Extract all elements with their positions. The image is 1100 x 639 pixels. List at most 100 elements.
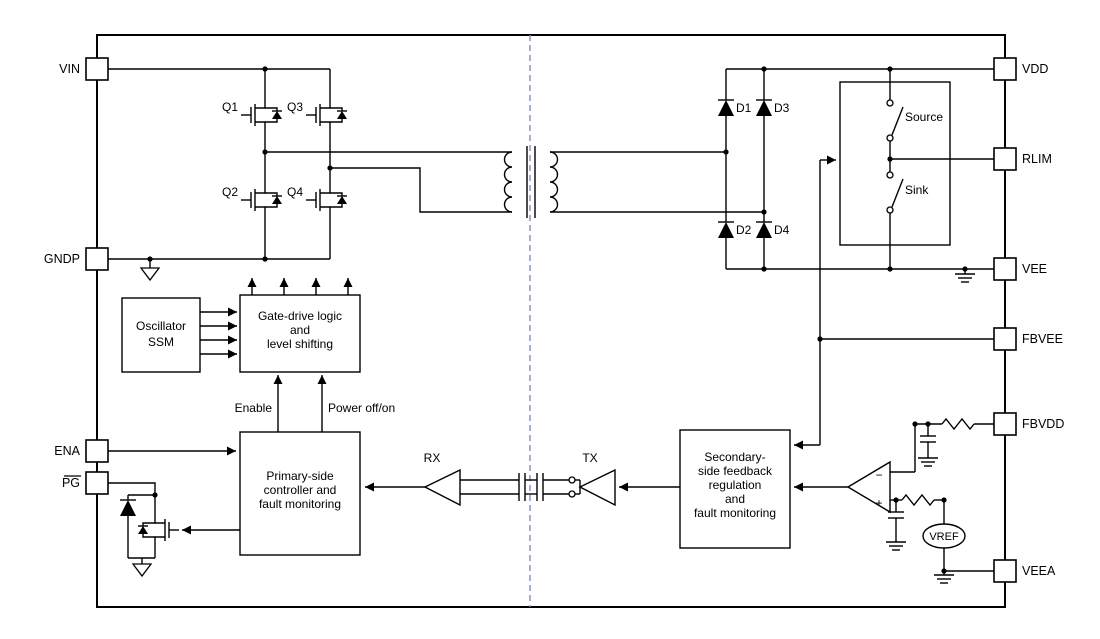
pin-vee-label: VEE — [1022, 262, 1047, 276]
secondary-feedback-label-line5: fault monitoring — [694, 506, 776, 520]
pin-gndp: GNDP — [44, 247, 109, 271]
q1-mosfet — [240, 94, 283, 136]
oscillator-outline — [121, 297, 201, 373]
isolation-cap-top-left — [518, 472, 526, 488]
power-off-on-signal-label: Power off/on — [328, 401, 395, 415]
gate-drive-label-line1: Gate-drive logic — [258, 309, 342, 323]
q1-label: Q1 — [222, 100, 238, 114]
pg-ground-symbol — [132, 563, 152, 577]
pg-output-circuit — [108, 482, 240, 577]
vref-cap-ground — [885, 541, 907, 551]
sink-switch-blade — [891, 178, 904, 208]
q2-mosfet — [240, 179, 283, 221]
pin-fbvdd-label: FBVDD — [1022, 417, 1064, 431]
primary-controller-label-line3: fault monitoring — [259, 497, 341, 511]
pin-fbvee-pad — [993, 327, 1017, 351]
d4-diode — [755, 221, 773, 239]
pg-clamp-diode — [119, 499, 137, 517]
pin-pg: PG — [62, 471, 109, 495]
enable-signal-label: Enable — [235, 401, 273, 415]
pin-vin-label: VIN — [59, 62, 80, 76]
d2-label: D2 — [736, 223, 752, 237]
gate-drive-outline — [239, 294, 361, 373]
chip-outline — [96, 34, 1006, 608]
pins: VIN GNDP ENA PG VDD RLIM VEE FBV — [44, 57, 1064, 583]
oscillator-label-line1: Oscillator — [136, 319, 186, 333]
fbvdd-filter-cap — [919, 435, 937, 443]
oscillator-label-line2: SSM — [148, 335, 174, 349]
fbvdd-resistor — [941, 418, 975, 430]
vref-label: VREF — [929, 531, 959, 543]
transformer — [503, 146, 559, 218]
primary-controller-outline — [239, 431, 361, 556]
pin-ena-label: ENA — [54, 444, 80, 458]
pg-mosfet — [137, 509, 180, 551]
error-amp-triangle — [846, 460, 891, 514]
pin-veea-label: VEEA — [1022, 564, 1056, 578]
pin-vdd-pad — [993, 57, 1017, 81]
d4-label: D4 — [774, 223, 790, 237]
vref-net: VREF — [885, 494, 994, 584]
gate-drive-label-line3: level shifting — [267, 337, 333, 351]
pin-vdd: VDD — [993, 57, 1048, 81]
pin-vee-pad — [993, 257, 1017, 281]
secondary-feedback-label-line4: and — [725, 492, 745, 506]
gate-drive-label-line2: and — [290, 323, 310, 337]
isolation-cap-bottom-right — [536, 486, 544, 502]
sink-label: Sink — [905, 183, 929, 197]
pin-rlim-label: RLIM — [1022, 152, 1052, 166]
q4-label: Q4 — [287, 185, 303, 199]
full-bridge: Q1 Q2 Q3 Q4 — [108, 66, 512, 281]
pin-rlim: RLIM — [993, 147, 1052, 171]
gate-drive-block: Gate-drive logic and level shifting — [239, 278, 361, 373]
q3-label: Q3 — [287, 100, 303, 114]
source-switch-bottom-terminal — [886, 134, 894, 142]
pin-fbvdd-pad — [993, 412, 1017, 436]
pin-gndp-pad — [85, 247, 109, 271]
error-amplifier: − + — [794, 460, 891, 514]
pin-fbvdd: FBVDD — [993, 412, 1064, 436]
source-switch-blade — [891, 106, 904, 136]
rx-label: RX — [424, 451, 441, 465]
pin-vin: VIN — [59, 57, 109, 81]
isolation-comm-channel: RX TX — [365, 451, 680, 507]
source-switch-top-terminal — [886, 99, 894, 107]
error-amp-plus-label: + — [875, 496, 882, 510]
error-amp-minus-label: − — [875, 468, 882, 482]
q4-mosfet — [305, 179, 348, 221]
veea-ground — [933, 574, 955, 584]
pin-fbvee: FBVEE — [993, 327, 1063, 351]
sink-switch-top-terminal — [886, 171, 894, 179]
pin-pg-pad — [85, 471, 109, 495]
d1-diode — [717, 99, 735, 117]
source-sink-outline — [839, 81, 951, 246]
primary-winding — [503, 151, 513, 213]
source-label: Source — [905, 110, 943, 124]
tx-output-terminal-top — [568, 476, 576, 484]
secondary-winding — [549, 151, 559, 213]
pin-ena: ENA — [54, 439, 109, 463]
secondary-feedback-label-line3: regulation — [709, 478, 762, 492]
primary-controller-label-line1: Primary-side — [266, 469, 334, 483]
vref-resistor — [901, 494, 935, 506]
q3-mosfet — [305, 94, 348, 136]
pin-gndp-label: GNDP — [44, 252, 80, 266]
pin-vdd-label: VDD — [1022, 62, 1048, 76]
pin-ena-pad — [85, 439, 109, 463]
fbvee-net — [794, 155, 994, 450]
pin-fbvee-label: FBVEE — [1022, 332, 1063, 346]
d1-label: D1 — [736, 101, 752, 115]
oscillator-block: Oscillator SSM — [121, 297, 237, 373]
tx-buffer — [578, 468, 616, 507]
pin-veea: VEEA — [993, 559, 1056, 583]
fbvdd-net — [890, 418, 994, 473]
d2-diode — [717, 221, 735, 239]
secondary-feedback-outline — [679, 429, 791, 549]
pin-vin-pad — [85, 57, 109, 81]
pin-rlim-pad — [993, 147, 1017, 171]
primary-controller-block: Primary-side controller and fault monito… — [108, 375, 395, 556]
gndp-ground-symbol — [140, 267, 160, 281]
primary-controller-label-line2: controller and — [264, 483, 337, 497]
secondary-feedback-label-line2: side feedback — [698, 464, 773, 478]
